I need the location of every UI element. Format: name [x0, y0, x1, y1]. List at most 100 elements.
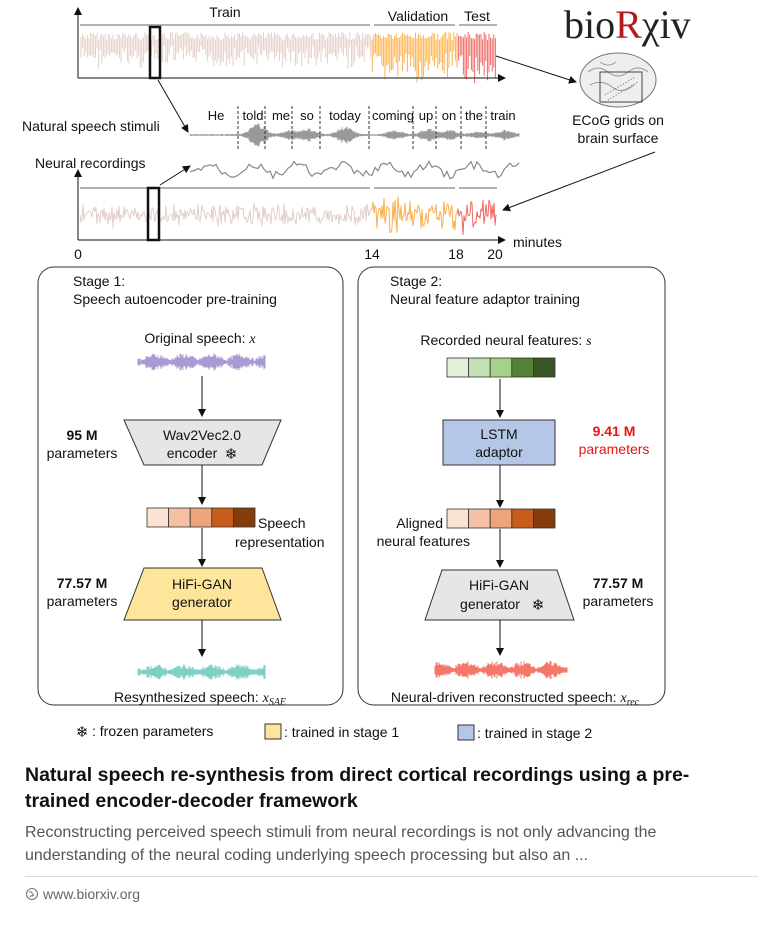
aligned-label-1: Aligned [396, 515, 443, 531]
resynthesized-speech-waveform [137, 664, 266, 680]
encoder-params-label: parameters [47, 445, 118, 461]
minutes-label: minutes [513, 234, 562, 250]
word-label: me [272, 108, 290, 123]
card-title[interactable]: Natural speech re-synthesis from direct … [25, 764, 690, 812]
feature-cell [468, 508, 491, 529]
feature-cell [168, 507, 191, 528]
source-link[interactable]: www.biorxiv.org [25, 886, 140, 902]
word-label: up [419, 108, 433, 123]
signal-trace [458, 32, 496, 84]
feature-cell [511, 357, 534, 378]
legend-stage2: : trained in stage 2 [477, 725, 592, 741]
feature-cell [446, 508, 470, 529]
lstm-adaptor-block [442, 419, 556, 466]
word-label: train [490, 108, 515, 123]
legend: ❄ : frozen parameters : trained in stage… [76, 723, 593, 741]
card-description: Reconstructing perceived speech stimuli … [25, 824, 657, 864]
adaptor-params-count: 9.41 M [593, 423, 636, 439]
signal-trace [371, 32, 458, 83]
neural-features-blocks [446, 357, 556, 378]
legend-stage1: : trained in stage 1 [284, 724, 399, 740]
adaptor-sublabel: adaptor [475, 444, 523, 460]
tick-20: 20 [487, 246, 503, 262]
generator-params-count: 77.57 M [57, 575, 108, 591]
feature-cell [146, 507, 170, 528]
biorxiv-logo: bioRχiv [564, 2, 691, 47]
validation-label: Validation [388, 8, 448, 24]
source-domain: www.biorxiv.org [43, 886, 140, 902]
legend-swatch-stage1 [264, 723, 282, 740]
brain-icon [579, 52, 657, 108]
snowflake-icon: ❄ [76, 724, 89, 741]
encoder-params-count: 95 M [66, 427, 97, 443]
word-label: on [442, 108, 456, 123]
feature-cell [468, 357, 491, 378]
feature-cell [511, 508, 534, 529]
word-label: coming [372, 108, 414, 123]
signal-trace [456, 199, 497, 235]
aligned-label-2: neural features [377, 533, 470, 549]
feature-cell [533, 357, 556, 378]
representation-label-1: Speech [258, 515, 305, 531]
snowflake-icon: ❄ [532, 597, 545, 614]
neural-trace [189, 160, 520, 180]
legend-swatch-stage2 [457, 724, 475, 741]
encoder-sublabel: encoder [167, 445, 218, 461]
stage1-title: Stage 1: [73, 273, 125, 289]
representation-label-2: representation [235, 534, 325, 550]
word-label: told [243, 108, 264, 123]
ecog-label-1: ECoG grids on [572, 112, 664, 128]
generator2-params-label: parameters [583, 593, 654, 609]
legend-frozen: : frozen parameters [92, 723, 213, 739]
speech-waveform [189, 123, 520, 147]
tick-18: 18 [448, 246, 464, 262]
ecog-label-2: brain surface [578, 130, 659, 146]
snowflake-icon: ❄ [225, 446, 238, 463]
stage2-title: Stage 2: [390, 273, 442, 289]
generator2-label: HiFi-GAN [469, 577, 529, 593]
stage1-subtitle: Speech autoencoder pre-training [73, 291, 277, 307]
stage2-output-label: Neural-driven reconstructed speech: xrec [391, 689, 640, 708]
generator-label: HiFi-GAN [172, 576, 232, 592]
feature-cell [533, 508, 556, 529]
tick-14: 14 [364, 246, 380, 262]
globe-icon [25, 887, 39, 901]
bottom-panel: 0 14 18 20 minutes [74, 169, 562, 262]
generator-params-label: parameters [47, 593, 118, 609]
word-label: today [329, 108, 361, 123]
signal-trace [80, 32, 372, 69]
divider [25, 876, 758, 877]
train-label: Train [209, 4, 240, 20]
stage1-output-label: Resynthesized speech: xSAE [114, 689, 286, 708]
adaptor-params-label: parameters [579, 441, 650, 457]
encoder-label: Wav2Vec2.0 [163, 427, 241, 443]
aligned-features-blocks [446, 508, 556, 529]
feature-cell [211, 507, 234, 528]
neural-recordings-label: Neural recordings [35, 155, 146, 171]
encoder-block [123, 419, 282, 466]
stage1-input-label: Original speech: x [144, 330, 256, 347]
hifigan-generator-stage1 [123, 567, 282, 621]
stage2-subtitle: Neural feature adaptor training [390, 291, 580, 307]
hifigan-generator-stage2 [424, 569, 575, 621]
original-speech-waveform [137, 353, 266, 371]
feature-cell [489, 357, 513, 378]
feature-cell [489, 508, 513, 529]
adaptor-label: LSTM [480, 426, 517, 442]
word-label: the [465, 108, 483, 123]
feature-cell [446, 357, 470, 378]
reconstructed-speech-waveform [434, 661, 568, 679]
stage2-input-label: Recorded neural features: s [420, 332, 592, 349]
top-panel: Train Validation Test [74, 4, 506, 84]
stage1-panel: Stage 1: Speech autoencoder pre-training… [37, 266, 344, 708]
test-label: Test [464, 8, 490, 24]
signal-trace [79, 202, 372, 228]
figure-diagram: Train Validation Test bioRχiv ECoG grids… [22, 2, 691, 741]
speech-stimuli-label: Natural speech stimuli [22, 118, 160, 134]
speech-representation-blocks [146, 507, 256, 528]
tick-0: 0 [74, 246, 82, 262]
generator2-sublabel: generator [460, 596, 520, 612]
feature-cell [232, 507, 256, 528]
selection-box [148, 25, 162, 80]
feature-cell [189, 507, 213, 528]
